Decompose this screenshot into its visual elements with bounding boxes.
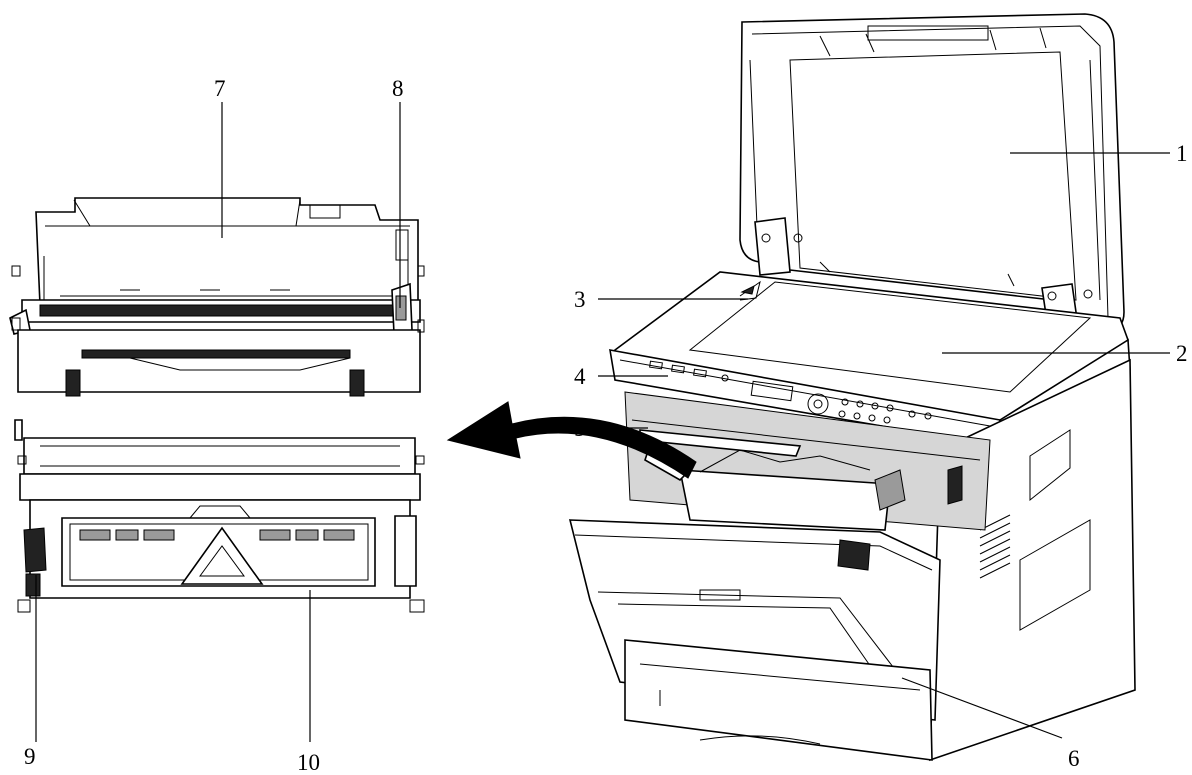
callout-1: 1 xyxy=(1176,141,1188,166)
callout-4: 4 xyxy=(574,364,586,389)
callout-3: 3 xyxy=(574,287,586,312)
callout-6: 6 xyxy=(1068,746,1080,771)
leader-lines xyxy=(35,102,1170,742)
callout-9: 9 xyxy=(24,744,36,769)
printer-illustration xyxy=(568,13,1136,762)
callout-10: 10 xyxy=(297,750,320,775)
removal-arrow xyxy=(446,401,697,479)
callout-7: 7 xyxy=(214,76,226,101)
drum-unit-illustration xyxy=(9,197,425,397)
toner-drum-assembly-illustration xyxy=(14,419,425,613)
callout-8: 8 xyxy=(392,76,404,101)
callout-5: 5 xyxy=(574,416,586,441)
callout-2: 2 xyxy=(1176,341,1188,366)
